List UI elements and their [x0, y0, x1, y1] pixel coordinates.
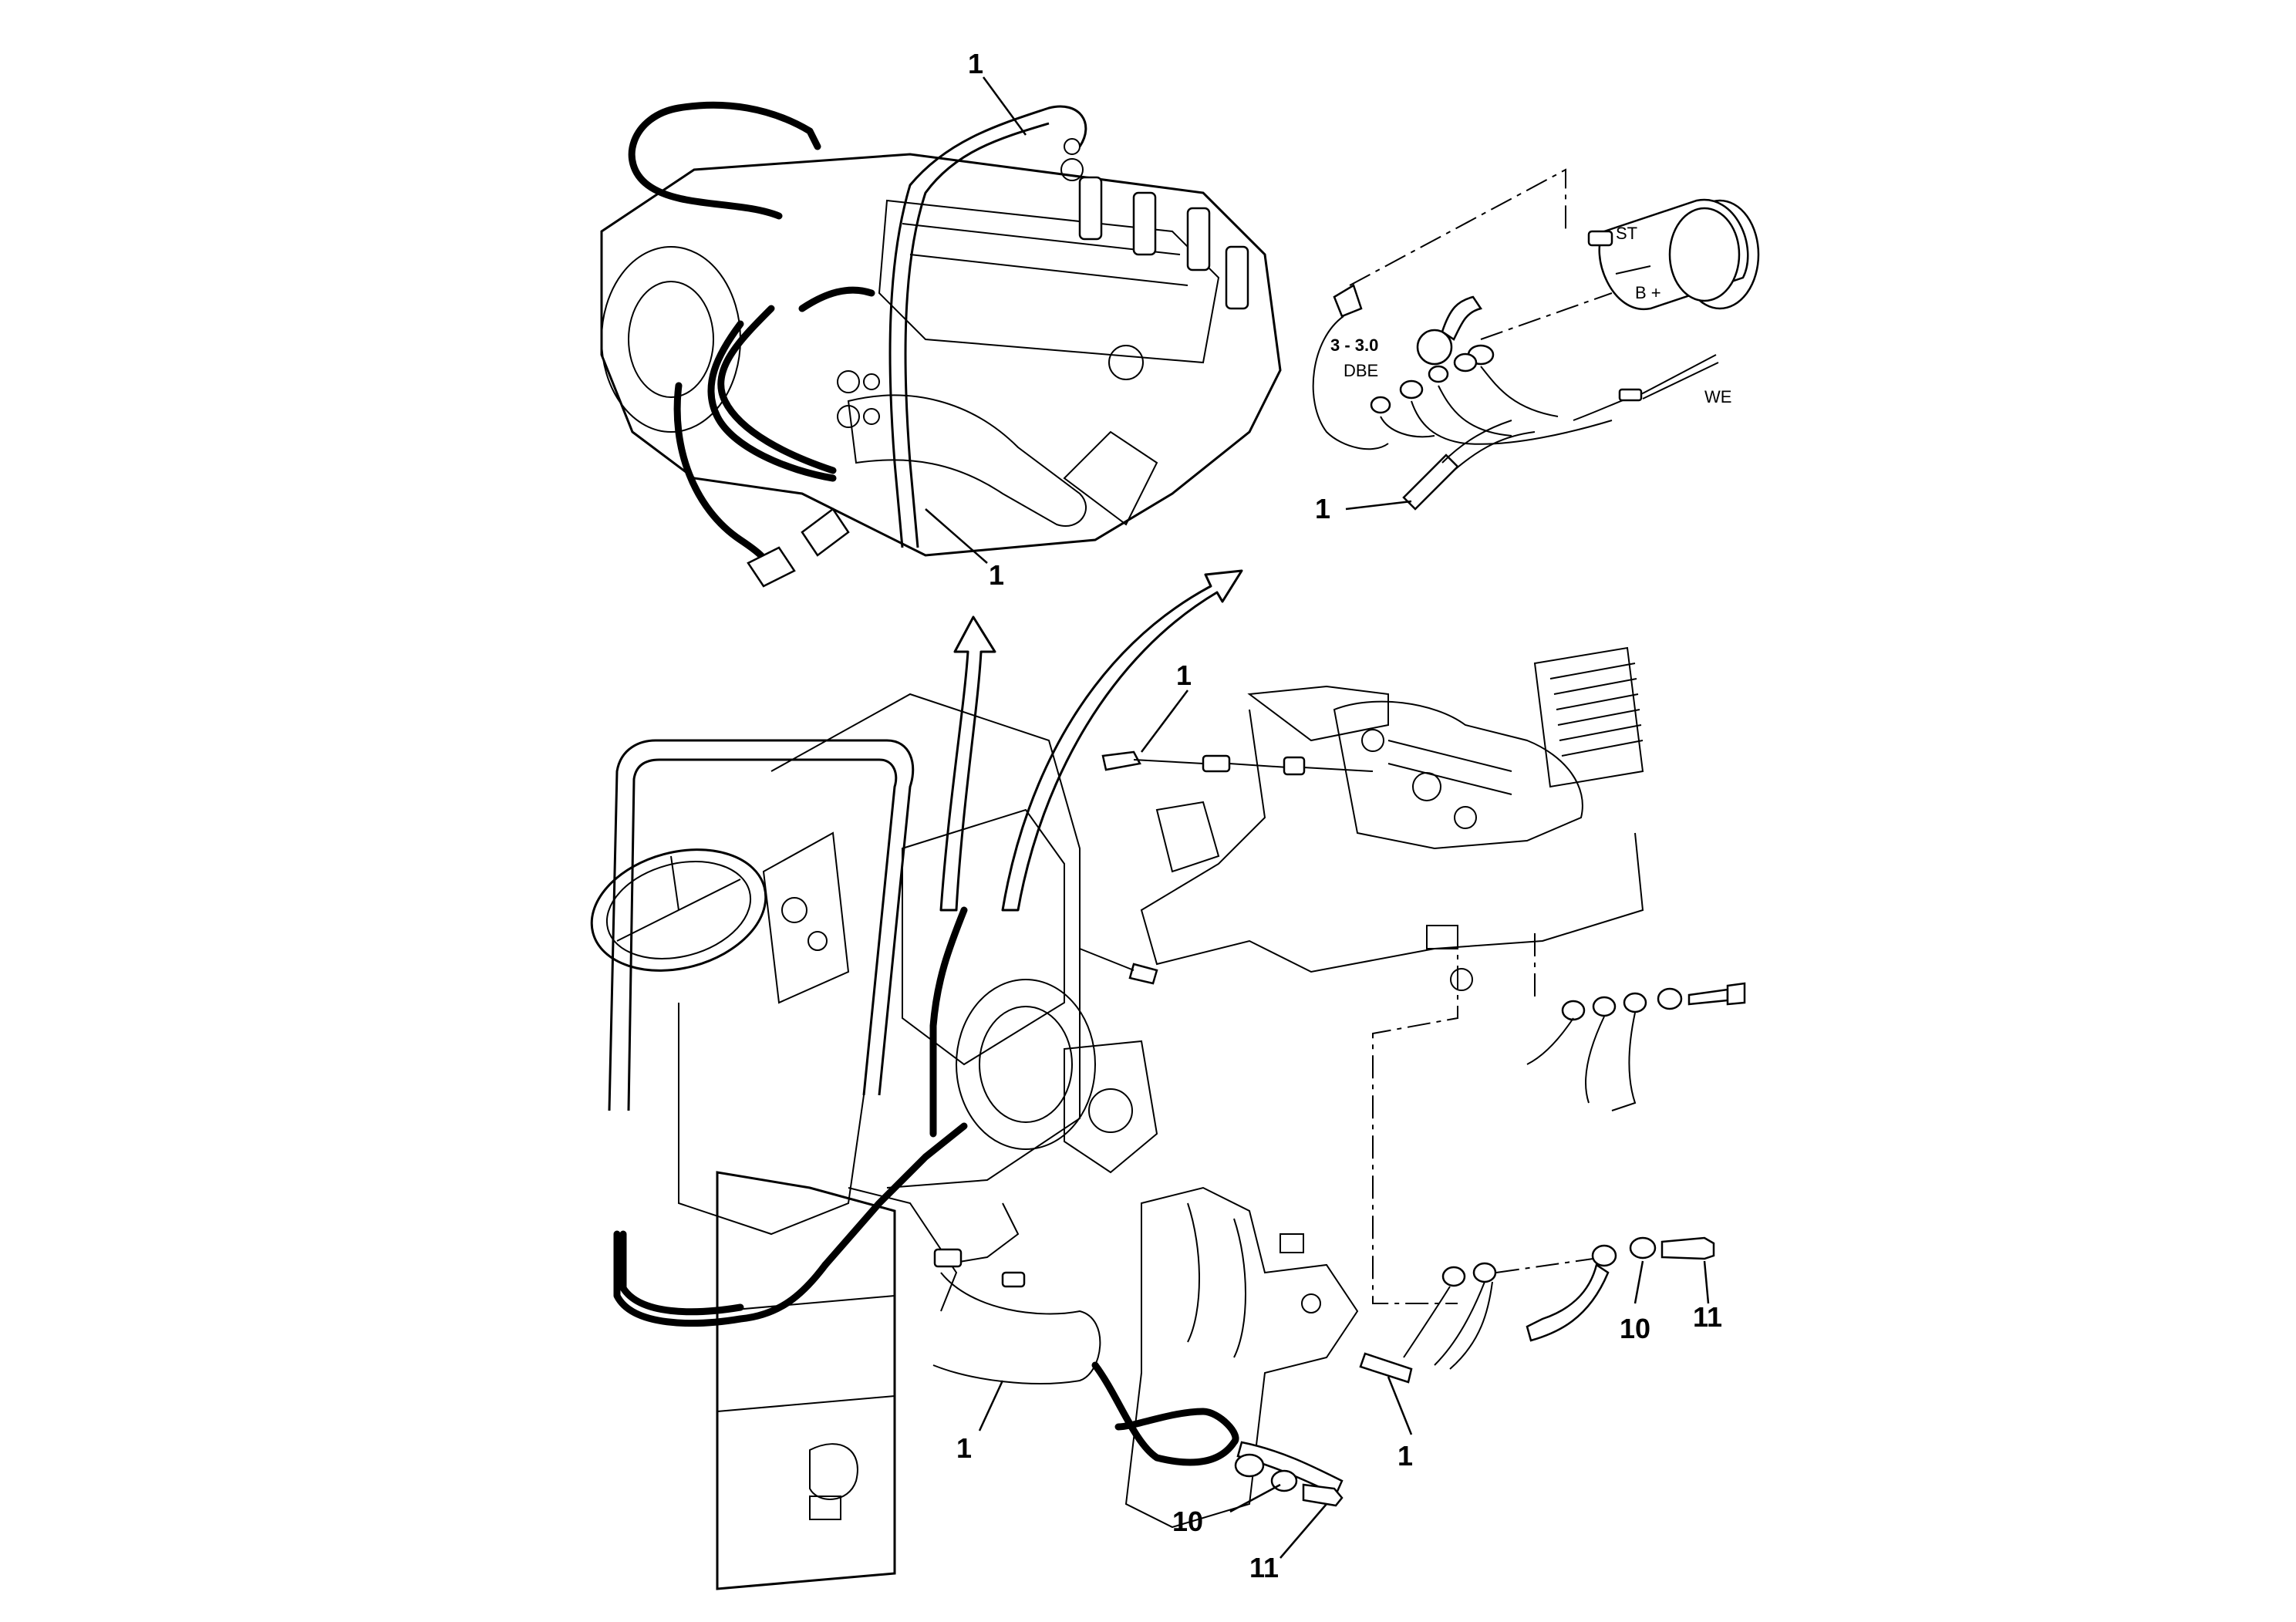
leader-harness-right — [1141, 690, 1188, 753]
bottom-right-washer — [1629, 1236, 1657, 1259]
leader-right-11 — [1703, 1260, 1710, 1304]
leader-top-ground — [925, 508, 988, 564]
arrow-to-starter — [1001, 569, 1243, 912]
torque-value: 3 - 3.0 — [1330, 336, 1378, 355]
callout-center-washer: 10 — [1172, 1506, 1203, 1537]
radiator-grid — [1533, 646, 1644, 788]
callout-harness-right: 1 — [1176, 659, 1192, 691]
callout-chassis-cable: 1 — [956, 1432, 972, 1464]
arrow-to-top-engine — [939, 615, 996, 912]
bottom-right-illustration — [1359, 1236, 1715, 1384]
torque-unit: DBE — [1344, 361, 1378, 380]
right-engine-illustration — [1101, 646, 1746, 1304]
leader-center-11 — [1279, 1503, 1327, 1559]
callout-bottom-ground: 1 — [1397, 1440, 1413, 1472]
we-connector-label: WE — [1704, 387, 1731, 406]
leader-center-10 — [1229, 1483, 1281, 1513]
callout-center-bolt: 11 — [1249, 1552, 1279, 1583]
starter-washers — [1370, 344, 1495, 414]
callout-right-bolt: 11 — [1693, 1301, 1722, 1333]
bottom-center-illustration — [1091, 1186, 1359, 1529]
leader-chassis-cable — [978, 1380, 1004, 1431]
st-terminal — [1587, 230, 1613, 247]
bottom-right-bolt — [1660, 1236, 1715, 1260]
leader-top-cable — [982, 76, 1027, 136]
leader-starter-cable — [1345, 500, 1412, 511]
detail-arrows — [939, 569, 1243, 912]
callout-right-washer: 10 — [1620, 1313, 1650, 1344]
callout-top-ground: 1 — [989, 559, 1004, 591]
top-engine-illustration — [600, 101, 1282, 588]
bottom-center-bolt — [1302, 1483, 1344, 1507]
starter-bplus-label: B + — [1635, 283, 1661, 302]
right-washer-stack-upper — [1561, 982, 1746, 1021]
leader-right-10 — [1633, 1260, 1644, 1304]
leader-bottom-ground — [1387, 1376, 1413, 1435]
machine-overview — [590, 693, 1158, 1590]
bottom-center-lug — [1234, 1453, 1265, 1478]
bottom-right-lug — [1591, 1244, 1617, 1267]
callout-top-cable: 1 — [968, 48, 983, 79]
callout-starter-cable: 1 — [1315, 493, 1330, 524]
injector-group — [1078, 176, 1249, 310]
starter-st-label: ST — [1616, 224, 1637, 243]
starter-illustration: ST B + WE 3 - 3.0 DBE — [1312, 168, 1760, 511]
